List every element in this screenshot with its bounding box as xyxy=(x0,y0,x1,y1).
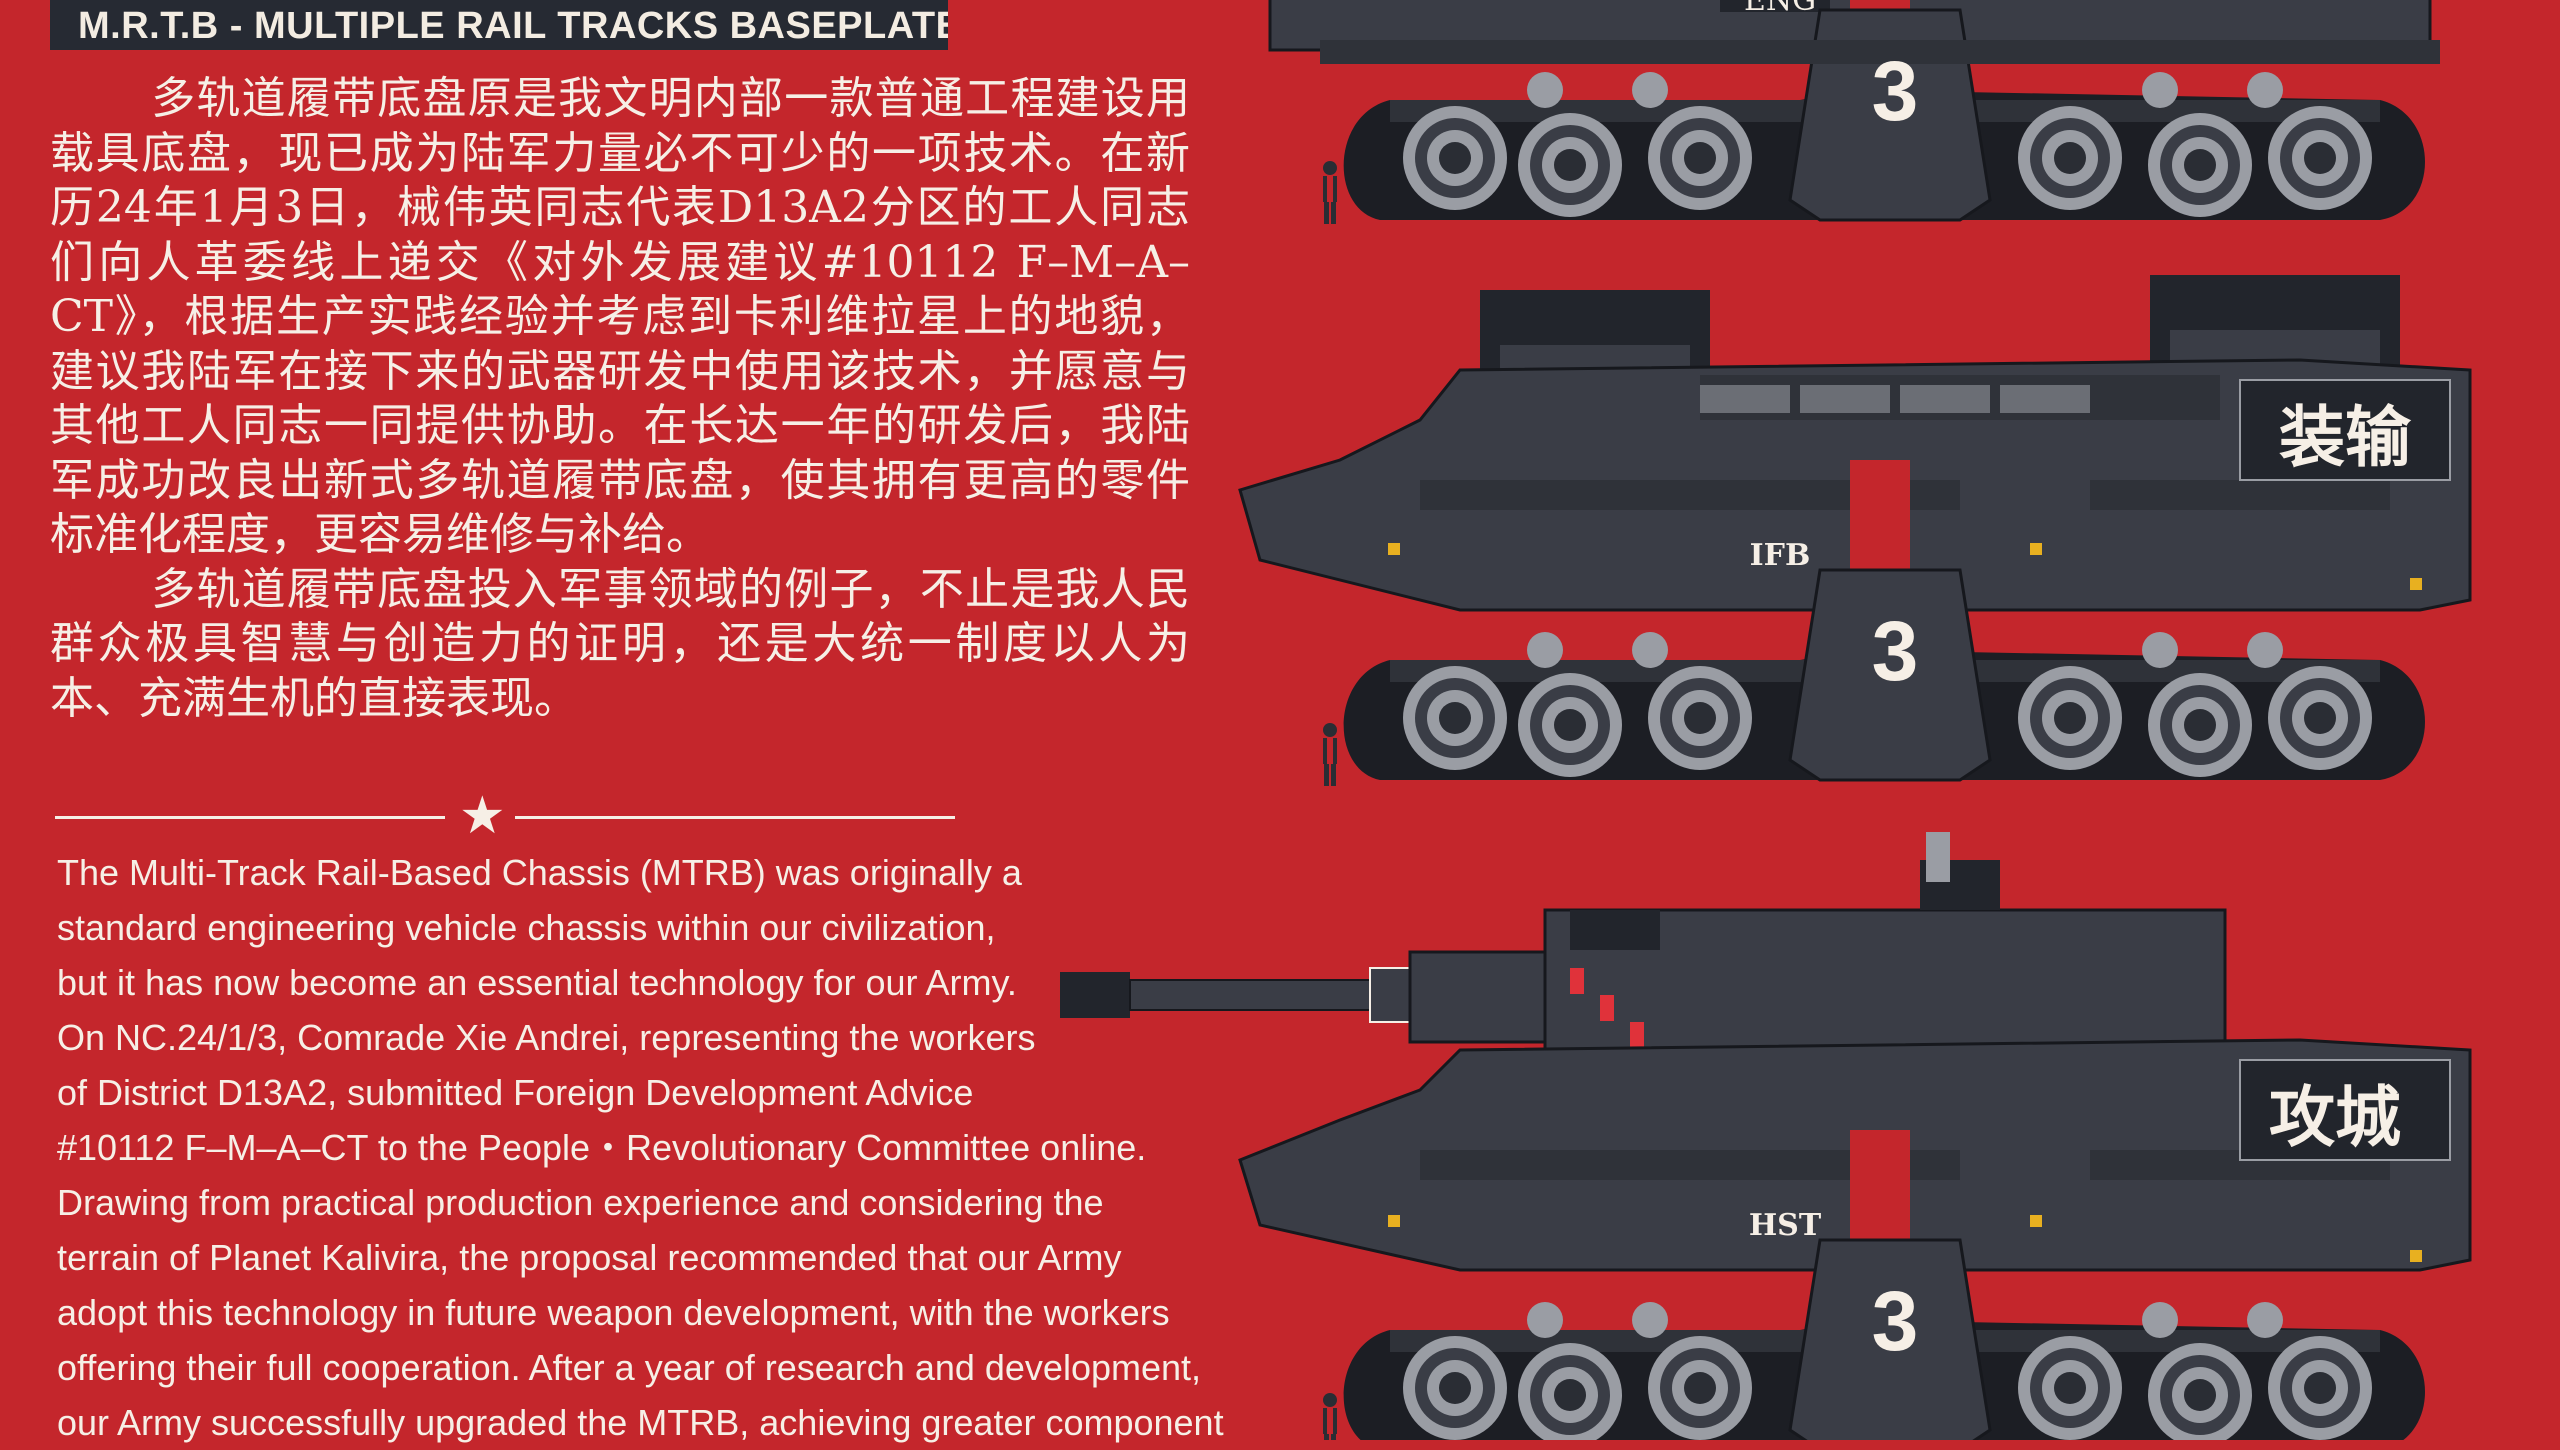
page-title: M.R.T.B - MULTIPLE RAIL TRACKS BASEPLATE xyxy=(50,0,948,50)
en-line: #10112 F–M–A–CT to the People・Revolution… xyxy=(57,1127,1147,1168)
en-line: terrain of Planet Kalivira, the proposal… xyxy=(57,1237,1122,1278)
cn-paragraph-1: 多轨道履带底盘原是我文明内部一款普通工程建设用载具底盘，现已成为陆军力量必不可少… xyxy=(50,73,1190,560)
en-line: standard engineering vehicle chassis wit… xyxy=(57,907,996,948)
chinese-description: 多轨道履带底盘原是我文明内部一款普通工程建设用载具底盘，现已成为陆军力量必不可少… xyxy=(50,72,1190,726)
vehicle-illustrations: ENG 3 IFB 3 装输 xyxy=(1060,0,2472,1440)
ifb-badge-label: 装输 xyxy=(2279,398,2412,476)
hst-vehicle xyxy=(1060,832,2472,1440)
en-line: but it has now become an essential techn… xyxy=(57,962,1017,1003)
divider-line-right xyxy=(515,816,955,819)
eng-code-label: ENG xyxy=(1744,0,1816,18)
hst-code-label: HST xyxy=(1749,1208,1822,1243)
hst-badge-label: 攻城 xyxy=(2269,1078,2401,1156)
en-line: Drawing from practical production experi… xyxy=(57,1182,1104,1223)
scale-person-icon xyxy=(1323,723,1337,786)
en-line: On NC.24/1/3, Comrade Xie Andrei, repres… xyxy=(57,1017,1036,1058)
ifb-number: 3 xyxy=(1872,604,1919,698)
scale-person-icon xyxy=(1323,1393,1337,1440)
en-line: adopt this technology in future weapon d… xyxy=(57,1292,1170,1333)
scale-person-icon xyxy=(1323,161,1337,224)
english-description: The Multi-Track Rail-Based Chassis (MTRB… xyxy=(57,845,1224,1450)
eng-vehicle xyxy=(1268,0,2440,220)
divider-line-left xyxy=(55,816,445,819)
en-line: our Army successfully upgraded the MTRB,… xyxy=(57,1402,1224,1443)
en-line: offering their full cooperation. After a… xyxy=(57,1347,1202,1388)
cn-paragraph-2: 多轨道履带底盘投入军事领域的例子，不止是我人民群众极具智慧与创造力的证明，还是大… xyxy=(50,563,1190,724)
en-line: The Multi-Track Rail-Based Chassis (MTRB… xyxy=(57,852,1022,893)
star-icon: ★ xyxy=(459,786,506,846)
ifb-vehicle xyxy=(1238,275,2472,780)
hst-number: 3 xyxy=(1872,1274,1919,1368)
eng-number: 3 xyxy=(1872,44,1919,138)
ifb-code-label: IFB xyxy=(1750,538,1811,573)
en-line: of District D13A2, submitted Foreign Dev… xyxy=(57,1072,974,1113)
star-divider: ★ xyxy=(55,786,955,846)
